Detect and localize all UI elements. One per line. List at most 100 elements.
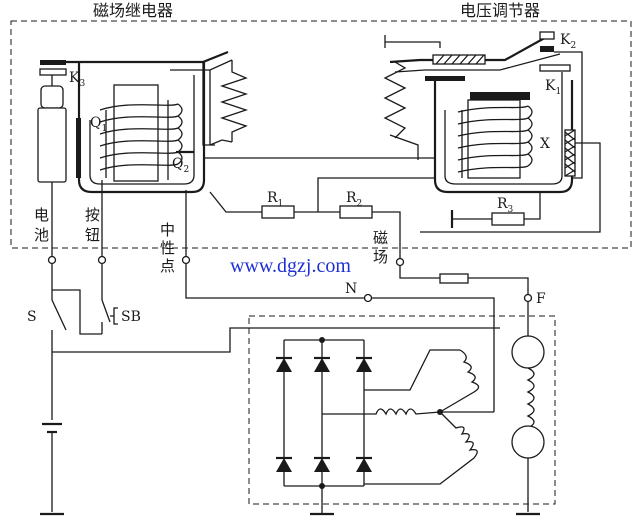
resistor-network: R1 R2: [204, 157, 435, 260]
field-wire: [399, 266, 440, 279]
button-clip: [76, 118, 81, 178]
k1-label: K1: [545, 78, 561, 97]
voltage-regulator-title: 电压调节器: [460, 1, 540, 20]
r1-label: R1: [267, 190, 283, 209]
relay-armature-top: [66, 50, 229, 64]
rotor-field: [511, 335, 545, 516]
battery-label-2: 池: [34, 226, 49, 244]
regulator-armature-lower: [394, 53, 561, 73]
regulator-yoke: [433, 80, 574, 194]
diode-upper-1: [276, 358, 292, 372]
k2-label: K2: [560, 32, 576, 51]
field-lead: [372, 211, 401, 260]
diode-lower-3: [356, 458, 372, 472]
external-wiring: N F S SB: [27, 264, 546, 516]
neutral-terminal: [181, 255, 191, 265]
rectifier-bridge: [276, 337, 372, 516]
phase-a-wire: [364, 349, 460, 391]
bridge-top-node: [319, 337, 325, 343]
k1-contact: [539, 64, 571, 72]
n-to-star-wire: [372, 297, 495, 412]
diode-upper-3: [356, 358, 372, 372]
k2-lead: [554, 51, 583, 179]
q1-label: Q1: [90, 115, 107, 134]
f-label: F: [536, 291, 546, 307]
relay-spring: [219, 60, 249, 142]
sb-return-wire: [79, 296, 102, 335]
sb-label: SB: [121, 309, 141, 325]
field-coil: [526, 367, 535, 429]
insulator-block-1: [432, 54, 486, 65]
spring-anchor: [389, 134, 419, 160]
regulator-pole: [470, 92, 530, 100]
slip-ring-upper: [511, 335, 545, 369]
k2-contact-lower: [540, 46, 554, 52]
relay-coil-q2: [177, 103, 183, 165]
k3-contact-upper: [40, 60, 66, 65]
x-insulator-hatch: [564, 129, 576, 177]
field-relay: K3 Q1 Q2: [37, 50, 249, 260]
x-label: X: [540, 136, 550, 152]
phase-c-winding: [364, 411, 478, 485]
diode-upper-2: [314, 358, 330, 372]
r2-label: R2: [346, 190, 362, 209]
r3-wire-right: [524, 192, 541, 220]
relay-core: [113, 84, 159, 182]
r-junction-to-core: [317, 177, 435, 212]
slip-ring-lower: [511, 425, 545, 459]
button-label-1: 按: [85, 206, 100, 224]
alternator-enclosure: [248, 315, 556, 505]
fuse: [439, 273, 469, 284]
n-label: N: [345, 281, 357, 297]
k2-contact: [539, 31, 555, 40]
neutral-label-3: 点: [160, 257, 175, 275]
k3-contact-lower: [39, 68, 67, 76]
battery-post-top: [40, 85, 64, 109]
field-terminal: [395, 257, 405, 267]
stator-windings: [322, 349, 494, 485]
regulator-enclosure: [10, 20, 632, 249]
neutral-label-1: 中: [160, 221, 175, 239]
neutral-wire: [185, 264, 364, 299]
x-insulator: [564, 129, 576, 177]
relay-coil-q1: [99, 103, 179, 171]
regulator-yoke-inner: [444, 72, 563, 185]
regulator-coil: [457, 105, 529, 173]
regulator-stop-bracket: [384, 35, 441, 48]
r1-input-wire: [209, 191, 262, 213]
fuse-to-f-wire: [468, 277, 529, 294]
phase-a-winding: [439, 349, 480, 413]
spring-mount: [209, 139, 233, 146]
field-relay-title: 磁场继电器: [93, 1, 173, 20]
watermark: www.dgzj.com: [230, 255, 351, 277]
battery-label-1: 电: [34, 206, 49, 224]
button-label-2: 钮: [85, 226, 100, 244]
regulator-spring: [383, 61, 407, 139]
diode-lower-1: [276, 458, 292, 472]
battery-terminal: [47, 255, 57, 265]
insulator-hatch-1: [435, 54, 485, 65]
field-label-2: 场: [373, 248, 388, 266]
regulator-coil-turns: [527, 105, 533, 167]
sb-blade: [101, 299, 111, 323]
battery-post-body: [37, 107, 67, 183]
relay-yoke-inner: [89, 75, 195, 185]
regulator-core: [467, 99, 521, 179]
k3-label: K3: [69, 70, 85, 89]
relay-yoke: [77, 62, 206, 194]
battery-to-alternator-wire: [52, 327, 500, 353]
button-terminal: [97, 255, 107, 265]
q2-label: Q2: [172, 156, 189, 175]
switch-s-blade: [51, 299, 67, 331]
field-label-1: 磁: [373, 229, 388, 247]
diode-lower-2: [314, 458, 330, 472]
f-terminal: [523, 293, 533, 303]
sb-actuator: [110, 307, 118, 325]
phase-b-winding: [322, 408, 441, 416]
n-terminal: [363, 293, 373, 303]
k1-contact-bar: [425, 76, 465, 81]
r3-label: R3: [497, 196, 514, 215]
switch-s-bridge: [52, 289, 81, 296]
